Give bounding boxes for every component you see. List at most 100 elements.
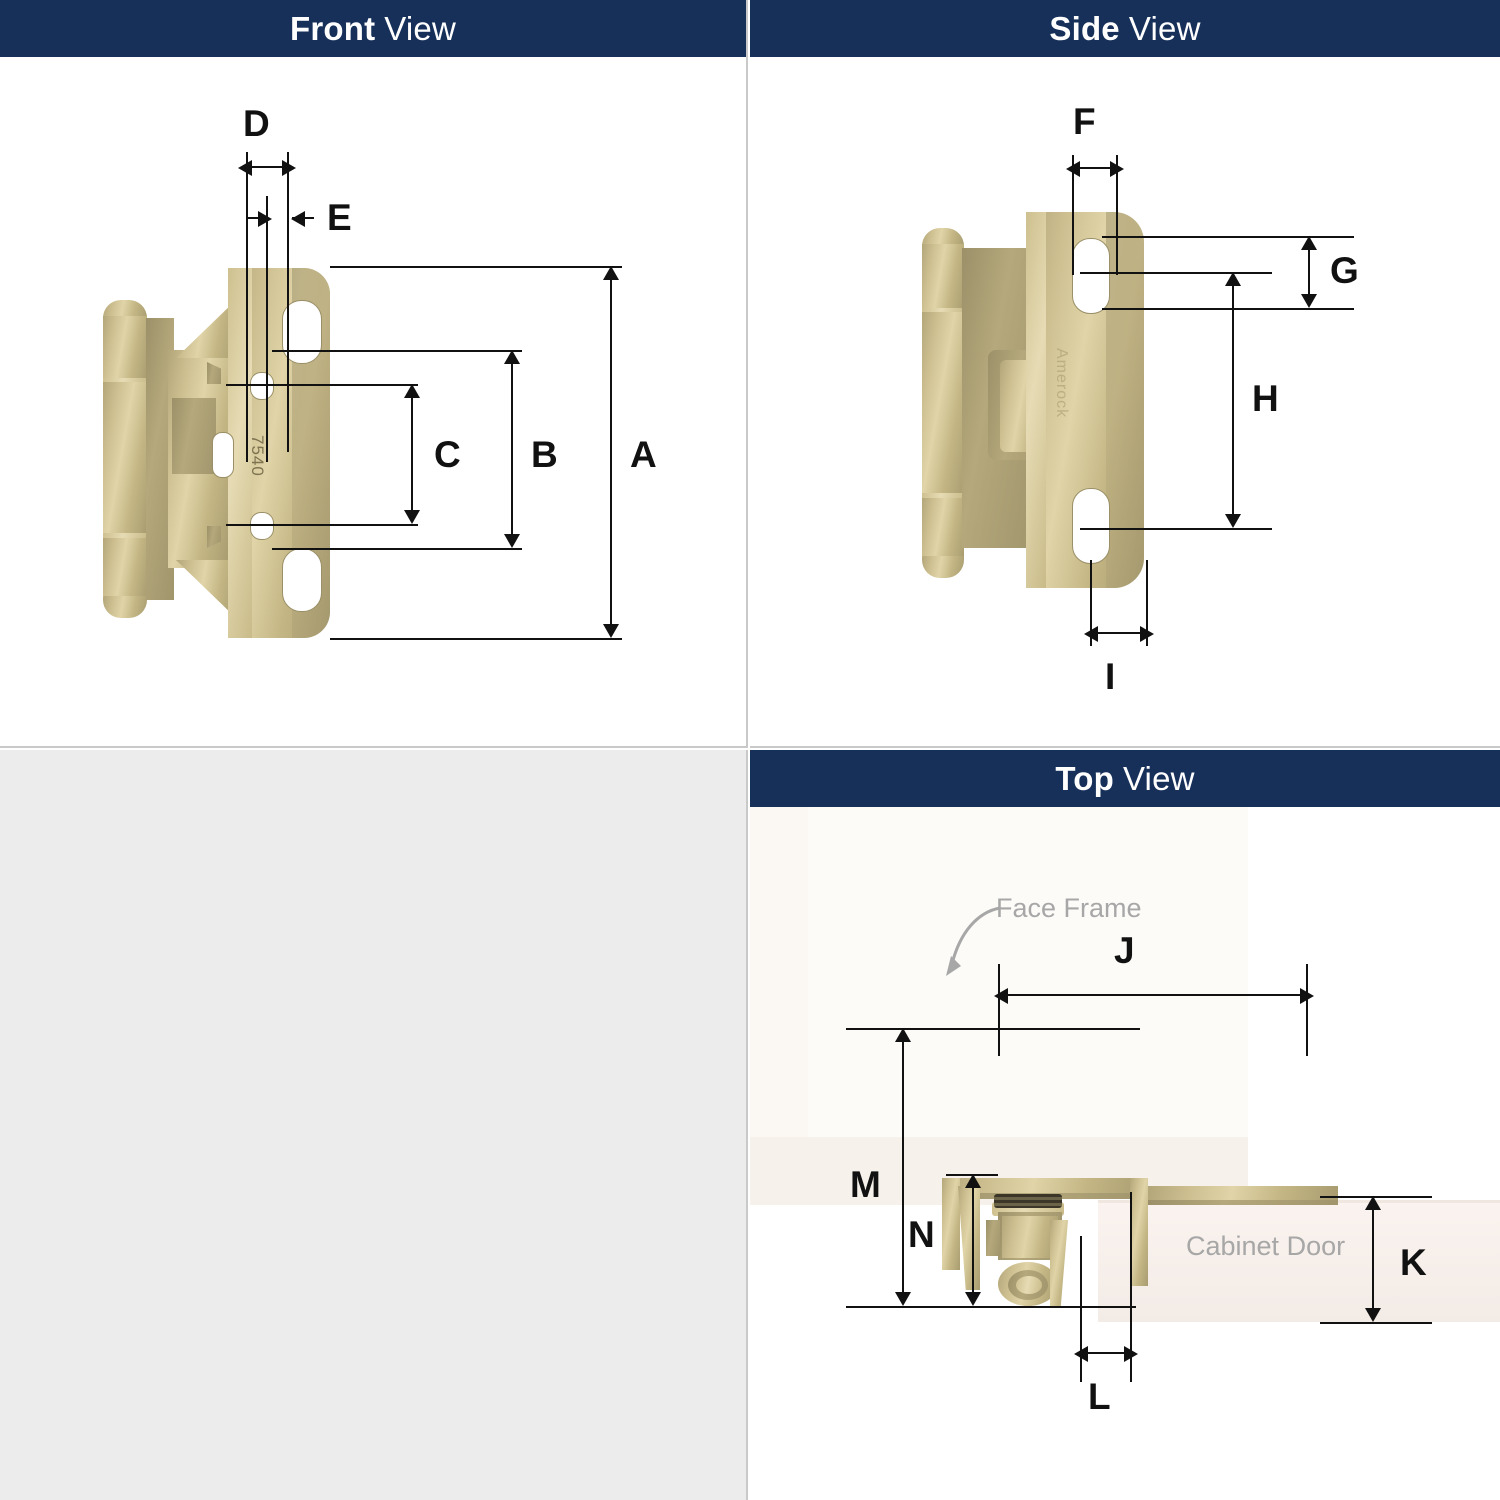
- dim-d-arrow-left: [238, 160, 252, 176]
- dim-e-line-left: [246, 217, 268, 219]
- dim-e-ext-mid: [266, 196, 268, 462]
- dim-d-line: [244, 166, 290, 168]
- dim-label-l: L: [1088, 1376, 1111, 1417]
- dimension-table-panel: A2-1/4in(57mm)B1-1/4in(32mm)C15/16in(24m…: [0, 750, 748, 1500]
- dim-label-c: C: [434, 434, 461, 475]
- dim-j-ext-left: [998, 964, 1000, 1056]
- dim-i-ext-left: [1090, 560, 1092, 646]
- dim-i-arrow-left: [1084, 626, 1098, 642]
- dim-i-line: [1090, 632, 1148, 634]
- dim-l-ext-left: [1080, 1236, 1082, 1382]
- dim-g-arrow-top: [1301, 236, 1317, 250]
- dim-k-arrow-bottom: [1365, 1308, 1381, 1322]
- dim-k-arrow-top: [1365, 1196, 1381, 1210]
- dim-g-line: [1308, 242, 1310, 304]
- side-view-header: Side View: [750, 0, 1500, 57]
- front-view-header: Front View: [0, 0, 746, 57]
- dim-d-ext-left: [246, 152, 248, 462]
- dim-c-arrow-top: [404, 384, 420, 398]
- dim-label-e: E: [327, 197, 352, 238]
- dim-c-line: [411, 390, 413, 518]
- dim-d-arrow-right: [282, 160, 296, 176]
- leader-h-bottom: [1080, 528, 1272, 530]
- brand-emboss: Amerock: [1053, 348, 1070, 419]
- dim-j-arrow-right: [1300, 988, 1314, 1004]
- dim-b-line: [511, 356, 513, 544]
- top-view-header: Top View: [750, 750, 1500, 807]
- part-marking: 7540: [248, 435, 267, 477]
- dim-j-ext-right: [1306, 964, 1308, 1056]
- front-view-panel: Front View: [0, 0, 748, 748]
- dim-k-line: [1372, 1202, 1374, 1318]
- leader-g-bottom: [1102, 308, 1354, 310]
- dim-n-line: [972, 1180, 974, 1300]
- dim-g-arrow-bottom: [1301, 294, 1317, 308]
- face-frame-left-block: [750, 807, 808, 1137]
- dim-f-line: [1072, 167, 1118, 169]
- top-view-panel: Top View: [750, 750, 1500, 1500]
- face-frame-label: Face Frame: [996, 893, 1142, 923]
- dim-m-ext-bottom: [846, 1306, 1136, 1308]
- dim-l-arrow-left: [1074, 1346, 1088, 1362]
- cabinet-door-label: Cabinet Door: [1186, 1231, 1346, 1261]
- dim-b-arrow-bottom: [504, 534, 520, 548]
- dim-m-ext-top: [846, 1028, 1140, 1030]
- top-view-title-bold: Top: [1055, 759, 1114, 797]
- leader-h-top: [1080, 272, 1272, 274]
- dim-label-b: B: [531, 434, 558, 475]
- face-frame-arrow-icon: [946, 906, 1001, 976]
- leader-g-top: [1102, 236, 1354, 238]
- dim-label-a: A: [630, 434, 657, 475]
- dim-f-ext-left: [1072, 155, 1074, 275]
- dim-d-ext-right: [287, 152, 289, 452]
- dim-e-arrow-in: [258, 211, 272, 227]
- dim-i-arrow-right: [1140, 626, 1154, 642]
- side-view-title-bold: Side: [1049, 9, 1120, 47]
- leader-c-top: [226, 384, 418, 386]
- dim-b-arrow-top: [504, 350, 520, 364]
- cabinet-door-slab: [1098, 1200, 1500, 1322]
- leader-b-top: [272, 350, 522, 352]
- dim-f-arrow-left: [1066, 161, 1080, 177]
- dim-label-f: F: [1073, 101, 1096, 142]
- leader-a-top: [330, 266, 622, 268]
- dim-m-line: [902, 1034, 904, 1300]
- dim-m-arrow-bottom: [895, 1292, 911, 1306]
- face-frame-upper: [808, 807, 1248, 1137]
- leader-a-bottom: [330, 638, 622, 640]
- dim-label-i: I: [1105, 656, 1116, 697]
- dim-label-j: J: [1114, 930, 1135, 971]
- top-view-title-normal: View: [1122, 759, 1195, 797]
- dim-h-line: [1232, 278, 1234, 524]
- dim-label-m: M: [850, 1164, 881, 1205]
- dim-j-arrow-left: [994, 988, 1008, 1004]
- dim-l-arrow-right: [1124, 1346, 1138, 1362]
- dim-a-arrow-top: [603, 266, 619, 280]
- dim-label-n: N: [908, 1214, 935, 1255]
- dim-h-arrow-top: [1225, 272, 1241, 286]
- dim-n-arrow-bottom: [965, 1292, 981, 1306]
- dim-l-line: [1080, 1352, 1132, 1354]
- dim-h-arrow-bottom: [1225, 514, 1241, 528]
- dim-label-h: H: [1252, 378, 1279, 419]
- dim-label-k: K: [1400, 1242, 1427, 1283]
- dim-n-arrow-top: [965, 1174, 981, 1188]
- dim-label-g: G: [1330, 250, 1359, 291]
- dim-a-arrow-bottom: [603, 624, 619, 638]
- dim-label-d: D: [243, 103, 270, 144]
- dim-f-arrow-right: [1110, 161, 1124, 177]
- dim-c-arrow-bottom: [404, 510, 420, 524]
- dim-a-line: [610, 272, 612, 634]
- dim-f-ext-right: [1116, 155, 1118, 275]
- side-view-title-normal: View: [1128, 9, 1201, 47]
- front-view-title-bold: Front: [289, 9, 376, 47]
- dim-l-ext-right: [1130, 1192, 1132, 1382]
- leader-b-bottom: [272, 548, 522, 550]
- dim-i-ext-right: [1146, 560, 1148, 646]
- dim-k-ext-bottom: [1320, 1322, 1432, 1324]
- leader-c-bottom: [226, 524, 418, 526]
- side-view-panel: Side View Amerock: [750, 0, 1500, 748]
- front-view-title-normal: View: [384, 9, 457, 47]
- dim-m-arrow-top: [895, 1028, 911, 1042]
